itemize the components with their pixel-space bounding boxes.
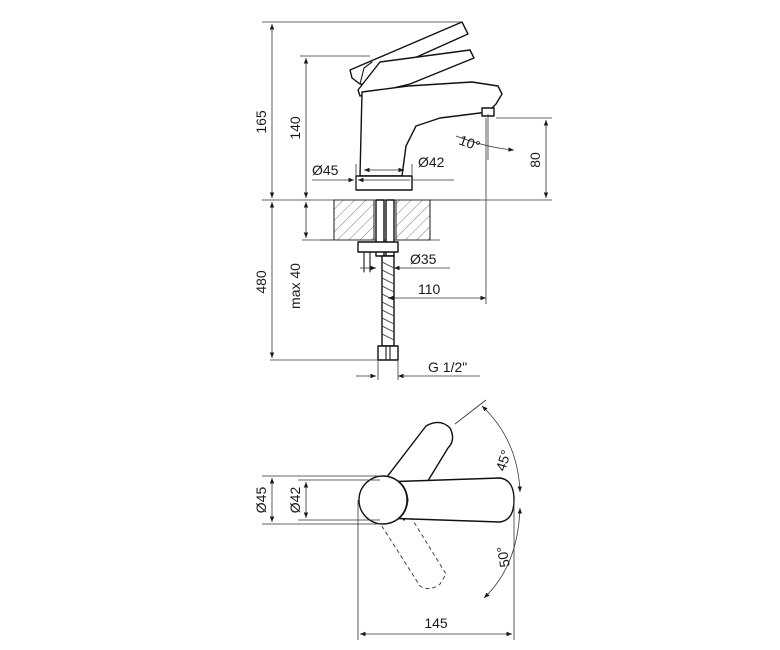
base-plate <box>355 175 413 191</box>
hose-nut <box>377 345 399 361</box>
dim-145: 145 <box>424 615 448 631</box>
dim-thread: G 1/2" <box>428 359 467 375</box>
dim-top-diameter-42: Ø42 <box>287 487 303 514</box>
dim-140: 140 <box>287 116 303 140</box>
arc-50 <box>483 507 523 599</box>
dimension-lines-side <box>262 21 552 380</box>
dim-80: 80 <box>527 152 543 168</box>
base-circle <box>358 475 408 525</box>
dim-diameter-45: Ø45 <box>312 162 339 178</box>
mounting-shank <box>357 199 399 273</box>
dimension-labels-side: 165 140 Ø45 Ø42 10° 80 Ø35 480 max 40 11… <box>253 110 543 375</box>
cartridge-cap <box>357 49 475 97</box>
arc-45 <box>481 405 523 493</box>
dim-max-40: max 40 <box>287 263 303 309</box>
deck-section <box>270 199 480 241</box>
faucet-body-side <box>349 21 503 191</box>
dimension-labels-top: Ø45 Ø42 45° 50° 145 <box>253 448 514 631</box>
dim-angle-50: 50° <box>493 545 512 569</box>
dim-angle-10: 10° <box>457 132 482 154</box>
dim-angle-45: 45° <box>492 448 514 473</box>
dimension-lines-top <box>262 399 523 640</box>
dim-165: 165 <box>253 110 269 134</box>
dim-top-diameter-45: Ø45 <box>253 487 269 514</box>
dim-480: 480 <box>253 270 269 294</box>
top-view: Ø45 Ø42 45° 50° 145 <box>253 399 523 640</box>
lever-position-right <box>377 505 447 590</box>
side-view: 165 140 Ø45 Ø42 10° 80 Ø35 480 max 40 11… <box>253 21 552 380</box>
dim-diameter-42: Ø42 <box>418 154 445 170</box>
dim-110: 110 <box>418 281 441 297</box>
flex-hose <box>377 255 399 361</box>
dim-diameter-35: Ø35 <box>410 251 437 267</box>
